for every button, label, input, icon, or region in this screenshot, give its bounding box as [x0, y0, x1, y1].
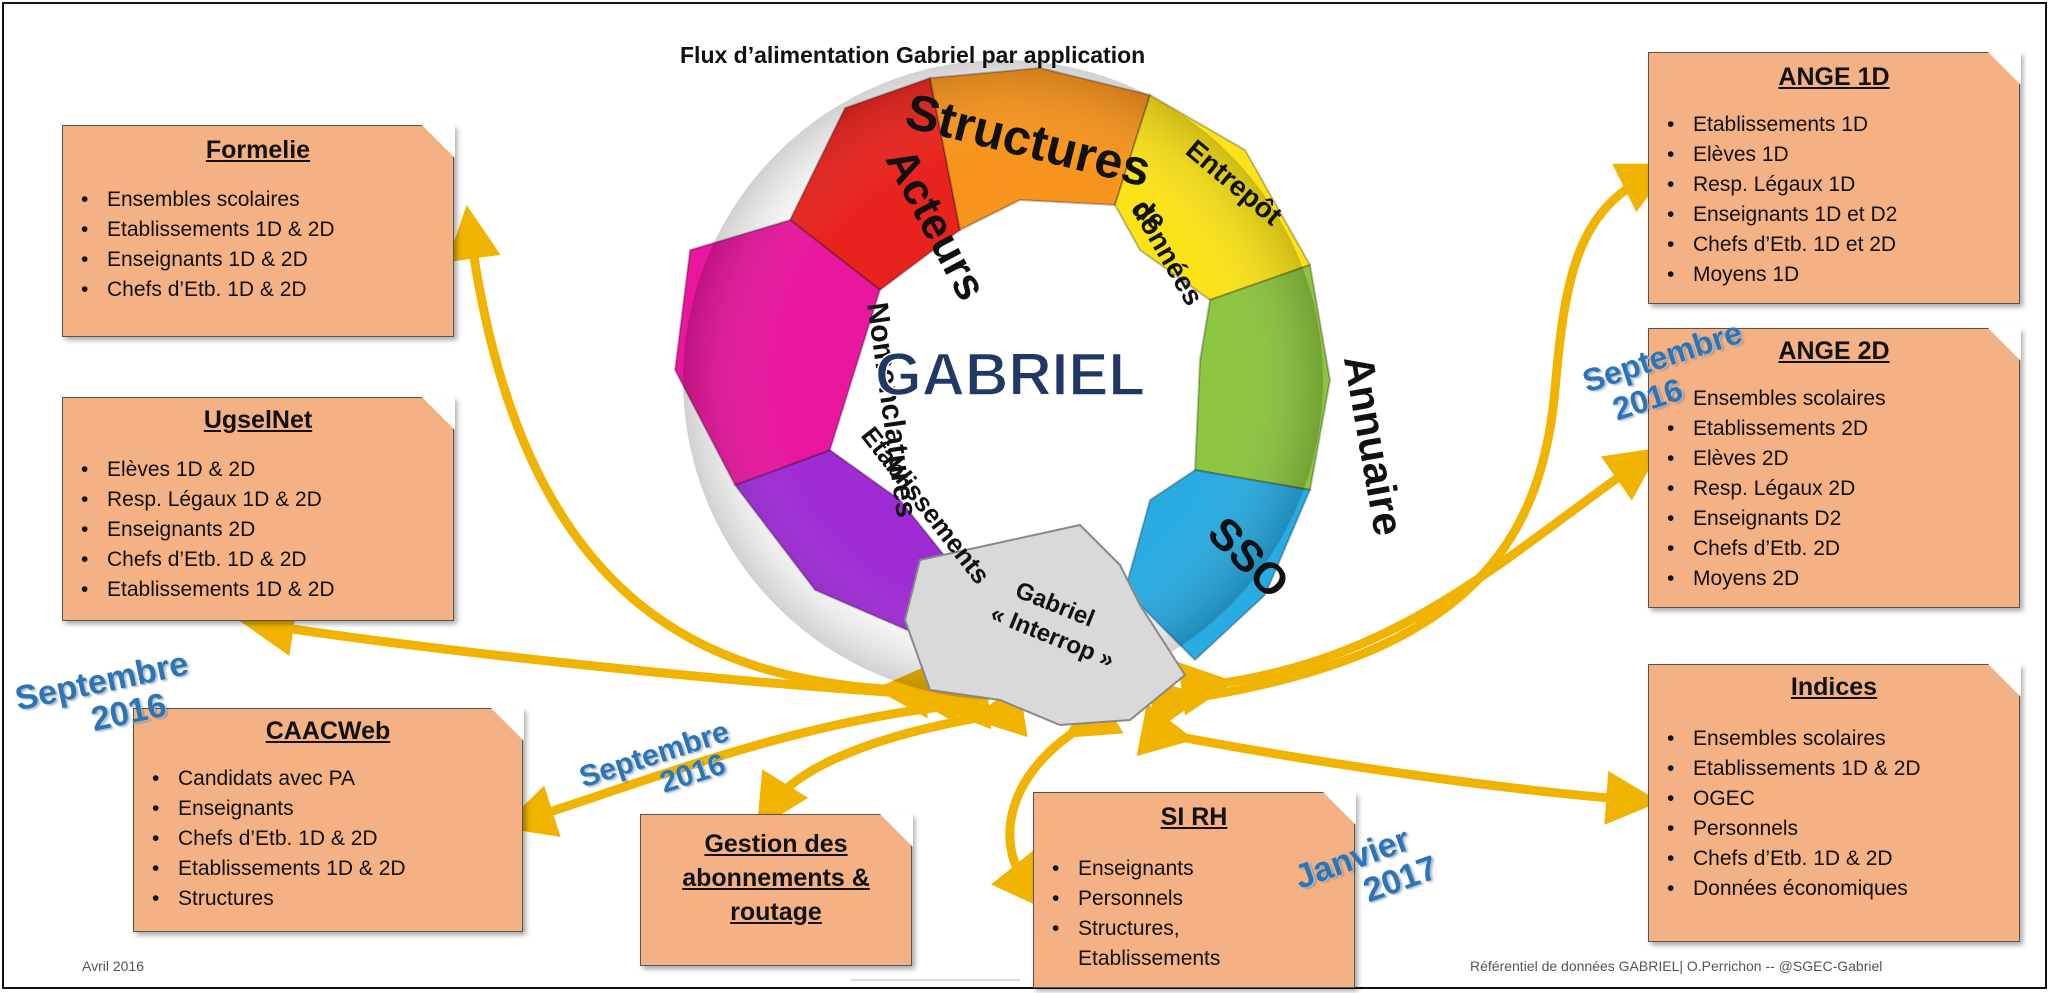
list-item: Enseignants — [1052, 854, 1354, 884]
list-item: Chefs d’Etb. 1D & 2D — [81, 545, 453, 575]
box-formelie: Formelie Ensembles scolaires Etablisseme… — [62, 124, 455, 337]
box-ange1d: ANGE 1D Etablissements 1D Elèves 1D Resp… — [1648, 51, 2021, 304]
footer-credit: Référentiel de données GABRIEL| O.Perric… — [1470, 958, 1883, 974]
list-item: Elèves 2D — [1667, 444, 2019, 474]
box-fold — [879, 813, 913, 847]
puzzle-wheel — [673, 60, 1332, 727]
list-item: Personnels — [1667, 814, 2019, 844]
list-item: Chefs d’Etb. 2D — [1667, 534, 2019, 564]
box-fold — [421, 396, 455, 430]
gabriel-label: GABRIEL — [875, 341, 1145, 408]
list-item: Elèves 1D — [1667, 140, 2019, 170]
box-title: UgselNet — [203, 406, 313, 434]
list-item: Candidats avec PA — [152, 764, 522, 794]
box-fold — [1987, 663, 2021, 697]
list-item: Etablissements 1D & 2D — [1667, 754, 2019, 784]
piece-interop — [903, 523, 1187, 727]
list-item: Enseignants 2D — [81, 515, 453, 545]
list-item: Etablissements 1D & 2D — [152, 854, 522, 884]
box-fold — [490, 707, 524, 741]
box-gestion: Gestion des abonnements & routage — [640, 813, 913, 966]
box-sirh: SI RH Enseignants Personnels Structures,… — [1033, 791, 1356, 988]
box-caacweb: CAACWeb Candidats avec PA Enseignants Ch… — [133, 707, 524, 932]
flow-arrows — [240, 163, 1673, 910]
box-title: ANGE 2D — [1778, 337, 1890, 365]
list-item: Etablissements 2D — [1667, 414, 2019, 444]
box-title: Indices — [1790, 673, 1878, 701]
box-fold — [1987, 51, 2021, 85]
list-item: Chefs d’Etb. 1D & 2D — [1667, 844, 2019, 874]
arrow-ange2d — [1177, 447, 1661, 716]
box-fold — [421, 124, 455, 158]
list-item: Etablissements 1D — [1667, 110, 2019, 140]
box-fold — [1322, 791, 1356, 825]
list-item: Resp. Légaux 1D & 2D — [81, 485, 453, 515]
box-fold — [1987, 327, 2021, 361]
list-item: Enseignants D2 — [1667, 504, 2019, 534]
box-title: Formelie — [205, 136, 311, 164]
box-ugselnet: UgselNet Elèves 1D & 2D Resp. Légaux 1D … — [62, 396, 455, 621]
list-item: Ensembles scolaires — [1667, 724, 2019, 754]
piece-label-annuaire: Annuaire — [1335, 352, 1413, 539]
box-title: SI RH — [1160, 803, 1228, 831]
list-item: Chefs d’Etb. 1D & 2D — [81, 275, 453, 305]
list-item: Moyens 2D — [1667, 564, 2019, 594]
list-item: OGEC — [1667, 784, 2019, 814]
list-item: Structures, Etablissements — [1052, 914, 1278, 974]
list-item: Ensembles scolaires — [1667, 384, 2019, 414]
list-item: Enseignants 1D & 2D — [81, 245, 453, 275]
list-item: Resp. Légaux 1D — [1667, 170, 2019, 200]
list-item: Ensembles scolaires — [81, 185, 453, 215]
box-title: ANGE 1D — [1778, 63, 1890, 91]
list-item: Personnels — [1052, 884, 1354, 914]
list-item: Enseignants 1D et D2 — [1667, 200, 2019, 230]
box-title: CAACWeb — [265, 717, 391, 745]
list-item: Moyens 1D — [1667, 260, 2019, 290]
slide-title: Flux d’alimentation Gabriel par applicat… — [680, 42, 1146, 68]
box-ange2d: ANGE 2D Ensembles scolaires Etablissemen… — [1648, 327, 2021, 608]
arrow-sirh — [990, 687, 1124, 910]
list-item: Enseignants — [152, 794, 522, 824]
arrow-indices — [1136, 703, 1661, 825]
list-item: Données économiques — [1667, 874, 2019, 904]
arrow-gestion — [756, 683, 1028, 830]
list-item: Etablissements 1D & 2D — [81, 215, 453, 245]
box-indices: Indices Ensembles scolaires Etablissemen… — [1648, 663, 2021, 942]
list-item: Chefs d’Etb. 1D & 2D — [152, 824, 522, 854]
list-item: Resp. Légaux 2D — [1667, 474, 2019, 504]
footer-date: Avril 2016 — [82, 958, 145, 974]
list-item: Structures — [152, 884, 522, 914]
list-item: Elèves 1D & 2D — [81, 455, 453, 485]
box-title: Gestion des abonnements & routage — [682, 830, 870, 926]
list-item: Etablissements 1D & 2D — [81, 575, 453, 605]
list-item: Chefs d’Etb. 1D et 2D — [1667, 230, 2019, 260]
